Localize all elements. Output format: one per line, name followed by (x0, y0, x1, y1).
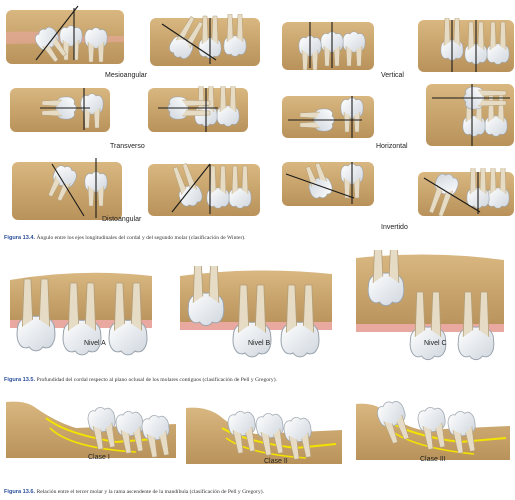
caption-text: Profundidad del cordal respecto al plano… (37, 377, 277, 383)
label-invertido: Invertido (381, 224, 408, 231)
panel-horizontal-1 (282, 94, 374, 138)
caption-number: Figura 13.6. (4, 489, 35, 495)
label-transverso: Transverso (110, 143, 145, 150)
caption-figure-13-5: Figura 13.5. Profundidad del cordal resp… (4, 378, 277, 384)
panel-nivel-c (352, 250, 508, 368)
panel-transverso-1 (10, 84, 110, 132)
caption-text: Relación entre el tercer molar y la rama… (37, 489, 265, 495)
panel-mesioangular-2 (150, 14, 260, 66)
label-vertical: Vertical (381, 72, 404, 79)
panel-vertical-2 (418, 18, 514, 74)
label-mesioangular: Mesioangular (105, 72, 147, 79)
panel-clase-ii (186, 404, 342, 464)
label-clase-iii: Clase III (420, 456, 446, 463)
panel-transverso-2 (148, 86, 248, 134)
label-distoangular: Distoangular (102, 216, 141, 223)
label-clase-i: Clase I (88, 454, 110, 461)
panel-distoangular-1 (12, 154, 122, 220)
caption-figure-13-6: Figura 13.6. Relación entre el tercer mo… (4, 490, 264, 496)
label-nivel-a: Nivel A (84, 340, 106, 347)
caption-figure-13-4: Figura 13.4. Ángulo entre los ejes longi… (4, 236, 246, 242)
label-horizontal: Horizontal (376, 143, 408, 150)
label-nivel-c: Nivel C (424, 340, 447, 347)
panel-distoangular-2 (148, 160, 260, 216)
panel-vertical-1 (282, 18, 374, 70)
label-clase-ii: Clase II (264, 458, 288, 465)
panel-nivel-b (176, 266, 336, 366)
panel-invertido-1 (282, 158, 374, 206)
caption-number: Figura 13.5. (4, 377, 35, 383)
panel-horizontal-2 (426, 82, 514, 148)
label-nivel-b: Nivel B (248, 340, 270, 347)
caption-number: Figura 13.4. (4, 235, 35, 241)
panel-mesioangular-1 (6, 2, 124, 64)
panel-invertido-2 (418, 168, 514, 216)
panel-nivel-a (6, 268, 156, 366)
panel-clase-iii (356, 400, 510, 460)
panel-clase-i (6, 398, 176, 458)
caption-text: Ángulo entre los ejes longitudinales del… (37, 235, 246, 241)
